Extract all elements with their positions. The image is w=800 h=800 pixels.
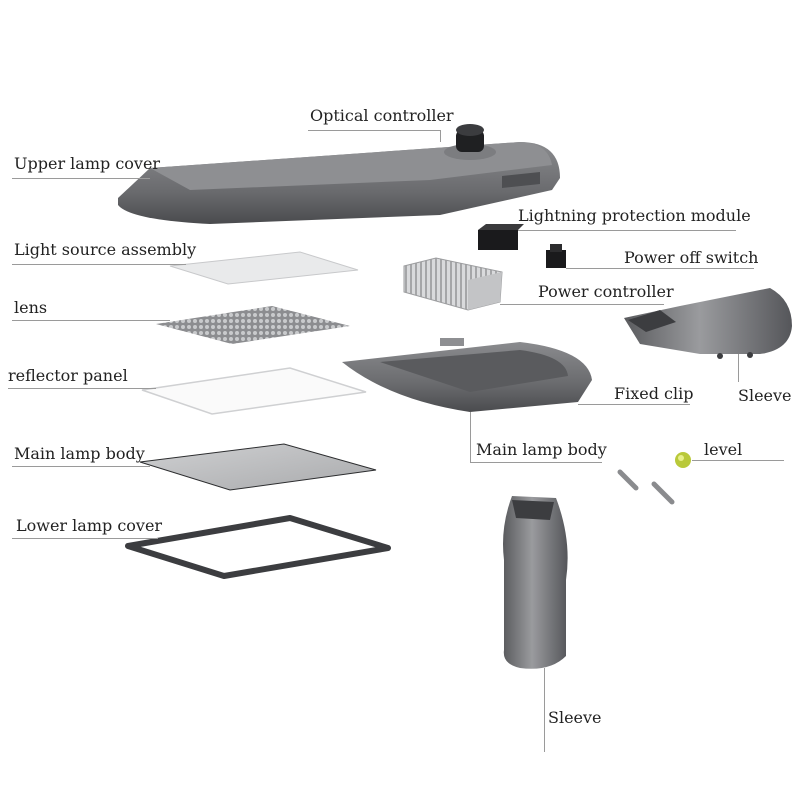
sleeve-bottom-part <box>503 496 568 669</box>
lower-lamp-cover-label: Lower lamp cover <box>16 516 163 535</box>
main-lamp-body-center-label: Main lamp body <box>476 440 607 459</box>
sleeve-right-part <box>624 288 792 359</box>
power-controller-label: Power controller <box>538 282 674 301</box>
power-off-switch-part <box>546 244 566 268</box>
leader-line <box>738 354 739 382</box>
leader-line <box>544 668 545 752</box>
fixed-clip-label: Fixed clip <box>614 384 694 403</box>
lower-lamp-cover-part <box>125 515 391 579</box>
reflector-panel-label: reflector panel <box>8 366 128 385</box>
leader-line <box>566 268 754 269</box>
lens-label: lens <box>14 298 48 317</box>
leader-line <box>440 130 441 142</box>
main-lamp-body-left-label: Main lamp body <box>14 444 145 463</box>
lightning-protection-module-part <box>478 224 524 250</box>
power-off-switch-label: Power off switch <box>624 248 759 267</box>
light-source-assembly-label: Light source assembly <box>14 240 197 259</box>
leader-line <box>12 320 170 321</box>
leader-line <box>692 460 784 461</box>
sleeve-bottom-label: Sleeve <box>548 708 602 727</box>
power-controller-part <box>403 257 503 311</box>
lightning-protection-module-label: Lightning protection module <box>518 206 751 225</box>
leader-line <box>470 412 471 462</box>
leader-line <box>518 230 736 231</box>
reflector-panel-part <box>141 367 367 415</box>
upper-lamp-cover-label: Upper lamp cover <box>14 154 161 173</box>
leader-line <box>12 178 150 179</box>
leader-line <box>578 404 690 405</box>
main-lamp-body-part <box>342 338 592 412</box>
optical-controller-label: Optical controller <box>310 106 454 125</box>
leader-line <box>12 264 186 265</box>
bolt-parts <box>617 469 675 505</box>
leader-line <box>470 462 602 463</box>
level-part <box>675 452 691 468</box>
leader-line <box>8 388 156 389</box>
main-lamp-body-plate-part <box>139 443 377 491</box>
optical-controller-part <box>444 124 496 160</box>
light-source-assembly-part <box>169 251 359 285</box>
level-label: level <box>704 440 743 459</box>
lens-part <box>156 306 350 344</box>
leader-line <box>308 130 440 131</box>
leader-line <box>12 466 150 467</box>
leader-line <box>12 538 158 539</box>
leader-line <box>500 304 664 305</box>
sleeve-right-label: Sleeve <box>738 386 792 405</box>
